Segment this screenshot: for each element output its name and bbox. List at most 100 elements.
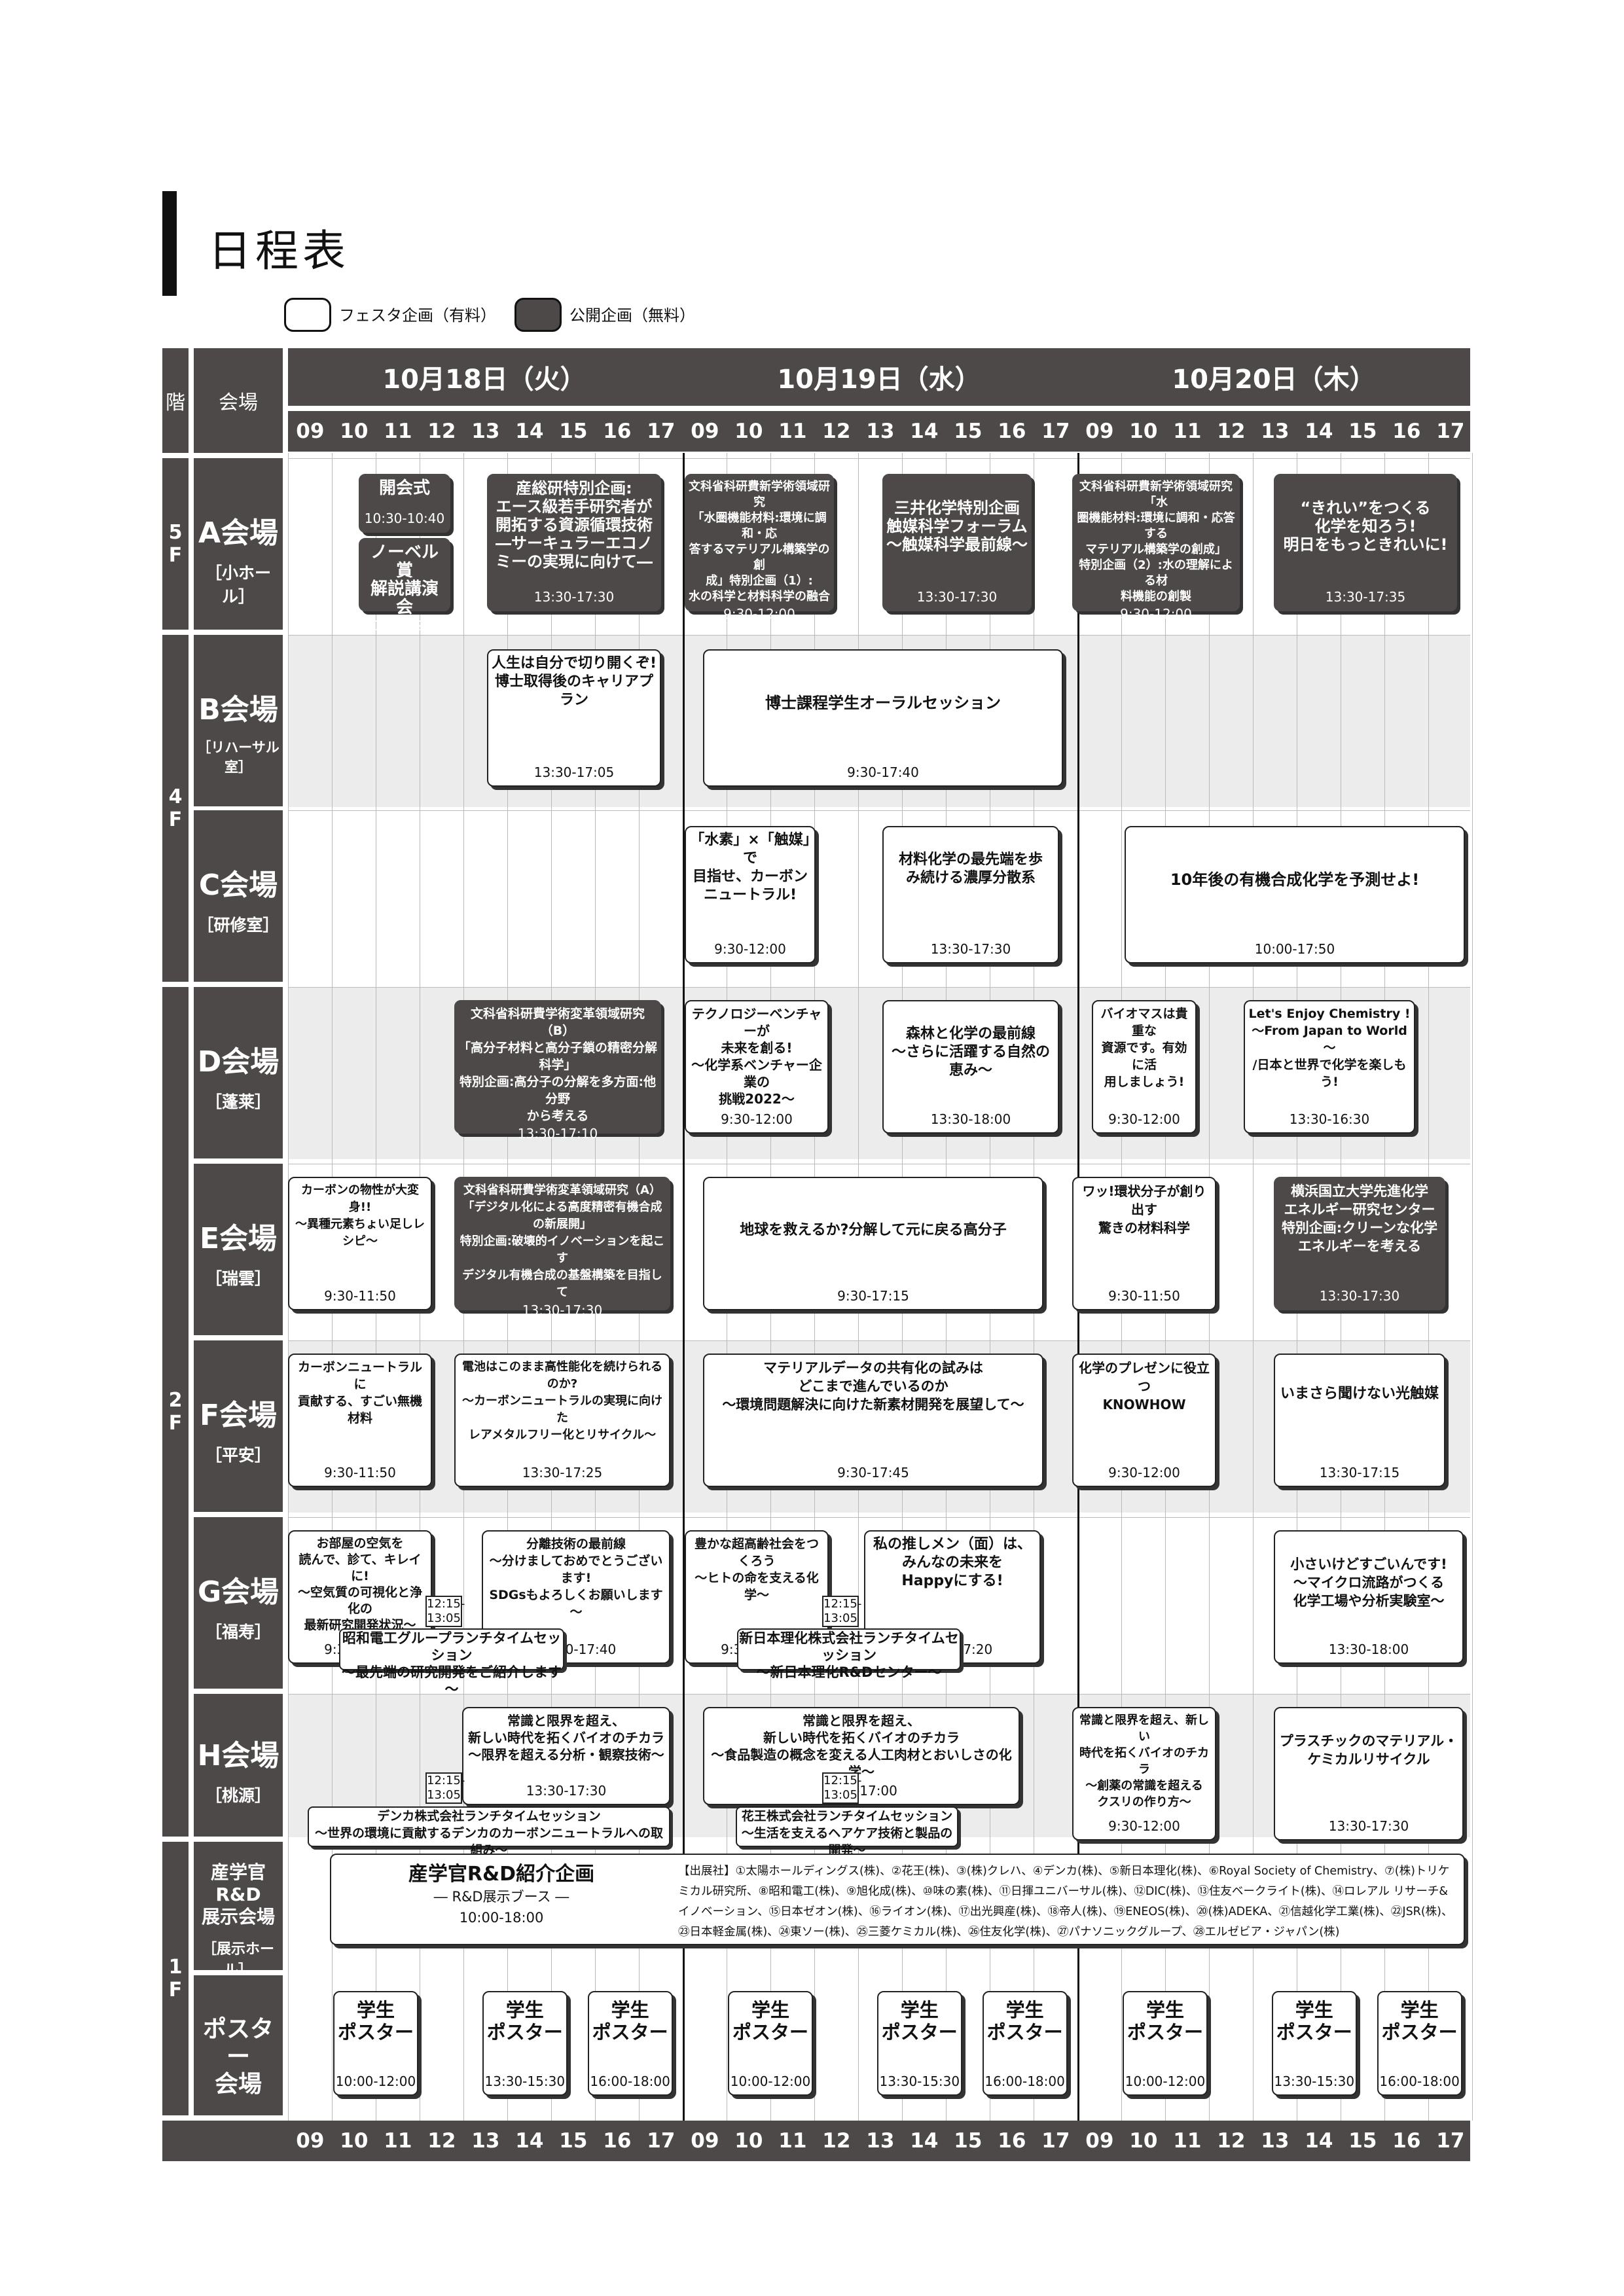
legend-paid-swatch	[284, 298, 331, 332]
hall-header: 会場	[194, 348, 283, 453]
event-mext-hydrosphere-2[interactable]: 文科省科研費新学術領域研究「水 圏機能材料:環境に調和・応答する マテリアル構築…	[1072, 474, 1240, 622]
hour-label: 09	[296, 420, 325, 443]
event-microfluidics[interactable]: 小さいけどすごいんです! ～マイクロ流路がつくる 化学工場や分析実験室～13:3…	[1274, 1530, 1464, 1664]
lunch-time-badge: 12:15- 13:05	[822, 1596, 861, 1627]
hall-e: E会場［瑞雲］	[194, 1164, 283, 1335]
floor-2f: 2 F	[162, 987, 189, 1837]
event-bio-food[interactable]: 常識と限界を超え、 新しい時代を拓くバイオのチカラ ～食品製造の概念を変える人工…	[703, 1707, 1020, 1805]
lunch-denka[interactable]: デンカ株式会社ランチタイムセッション ～世界の環境に貢献するデンカのカーボンニュ…	[308, 1806, 670, 1857]
hour-label: 09	[1085, 2129, 1114, 2153]
event-enjoy-chemistry[interactable]: Let's Enjoy Chemistry ! ～From Japan to W…	[1244, 1000, 1415, 1134]
event-bio-analysis[interactable]: 常識と限界を超え、 新しい時代を拓くバイオのチカラ ～限界を超える分析・観察技術…	[462, 1707, 670, 1805]
hour-label: 12	[427, 2129, 456, 2153]
hour-label: 10	[340, 2129, 369, 2153]
event-tech-venture[interactable]: テクノロジーベンチャーが 未来を創る! ～化学系ベンチャー企業の 挑戦2022～…	[685, 1000, 829, 1134]
hour-label: 09	[691, 2129, 719, 2153]
event-digital-synthesis[interactable]: 文科省科研費学術変革領域研究（A） 「デジタル化による高度精密有機合成の新展開」…	[454, 1177, 670, 1318]
event-mext-hydrosphere-1[interactable]: 文科省科研費新学術領域研究 「水圏機能材料:環境に調和・応 答するマテリアル構築…	[685, 474, 834, 622]
hour-label: 14	[1305, 2129, 1333, 2153]
event-aist-special[interactable]: 産総研特別企画: エース級若手研究者が 開拓する資源循環技術 ―サーキュラーエコ…	[487, 474, 661, 611]
poster-session[interactable]: 学生 ポスター 10:00-12:00	[1123, 1991, 1208, 2096]
poster-time: 10:00-12:00	[1125, 2073, 1206, 2089]
event-polymer-degradation[interactable]: 文科省科研費学術変革領域研究（B） 「高分子材料と高分子鎖の精密分解科学」 特別…	[454, 1000, 661, 1141]
page-title: 日程表	[208, 226, 350, 276]
event-biomass[interactable]: バイオマスは貴重な 資源です。有効に活 用しましょう!9:30-12:00	[1092, 1000, 1197, 1134]
hour-label: 14	[515, 2129, 544, 2153]
hour-label: 17	[647, 420, 676, 443]
expo-time: 10:00-18:00	[459, 1910, 544, 1926]
legend-free-swatch	[514, 298, 562, 332]
row-background	[288, 458, 1470, 630]
hall-expo: 産学官R&D 展示会場［展示ホール］	[194, 1842, 283, 1979]
lunch-kao[interactable]: 花王株式会社ランチタイムセッション ～生活を支えるヘアケア技術と製品の開発～	[736, 1806, 958, 1857]
day-header-20: 10月20日（木）	[1172, 365, 1376, 395]
hour-label: 11	[778, 420, 807, 443]
hour-label: 11	[384, 420, 412, 443]
event-separation[interactable]: 分離技術の最前線 ～分けましておめでとうございます! SDGsもよろしくお願いし…	[482, 1530, 670, 1664]
legend-paid-label: フェスタ企画（有料）	[339, 306, 496, 325]
expo-exhibitors: 【出展社】①太陽ホールディングス(株)、②花王(株)、③(株)クレハ、④デンカ(…	[678, 1865, 1453, 1939]
hall-b: B会場［リハーサル室］	[194, 635, 283, 806]
lunch-showa-denko[interactable]: 昭和電工グループランチタイムセッション ～最先端の研究開発をご紹介します～	[339, 1628, 564, 1697]
hour-label: 15	[954, 2129, 983, 2153]
legend-free-label: 公開企画（無料）	[569, 306, 695, 325]
event-hydrogen-catalyst[interactable]: 「水素」×「触媒」で 目指せ、カーボン ニュートラル!9:30-12:00	[685, 826, 816, 963]
event-forest-chemistry[interactable]: 森林と化学の最前線 ～さらに活躍する自然の恵み～13:30-18:00	[882, 1000, 1059, 1134]
expo-rd-booths[interactable]: 産学官R&D紹介企画 ― R&D展示ブース ― 10:00-18:00 【出展社…	[330, 1854, 1465, 1945]
event-kirei-chemistry[interactable]: “きれい”をつくる 化学を知ろう! 明日をもっときれいに!13:30-17:35	[1274, 474, 1457, 611]
poster-title: 学生 ポスター	[337, 1999, 414, 2043]
hour-label: 17	[647, 2129, 676, 2153]
hour-label: 12	[1217, 420, 1246, 443]
poster-title: 学生 ポスター	[1127, 1999, 1203, 2043]
floor-5f: 5 F	[162, 458, 189, 630]
hour-label: 15	[559, 420, 588, 443]
poster-time: 16:00-18:00	[590, 2073, 670, 2089]
hour-label: 11	[1173, 420, 1202, 443]
hour-label: 10	[1129, 420, 1158, 443]
event-bio-drug[interactable]: 常識と限界を超え、新しい 時代を拓くバイオのチカラ ～創薬の常識を超える クスリ…	[1072, 1707, 1216, 1840]
event-materials-data[interactable]: マテリアルデータの共有化の試みは どこまで進んでいるのか ～環境問題解決に向けた…	[703, 1354, 1043, 1487]
lunch-shin-nihon-rika[interactable]: 新日本理化株式会社ランチタイムセッション ～新日本理化R&Dセンター～	[737, 1628, 961, 1680]
hour-footer	[162, 2121, 1470, 2161]
hour-label: 13	[471, 2129, 500, 2153]
floor-4f: 4 F	[162, 635, 189, 982]
hour-label: 12	[427, 420, 456, 443]
hall-poster: ポスター 会場	[194, 1975, 283, 2115]
hour-label: 15	[559, 2129, 588, 2153]
poster-title: 学生 ポスター	[732, 1999, 808, 2043]
event-carbon-recipe[interactable]: カーボンの物性が大変身!! ～異種元素ちょい足しレシピ～9:30-11:50	[288, 1177, 432, 1310]
grid-line	[1472, 453, 1473, 2121]
event-organic-synthesis-future[interactable]: 10年後の有機合成化学を予測せよ!10:00-17:50	[1125, 826, 1465, 963]
hour-label: 16	[998, 420, 1026, 443]
hour-label: 11	[778, 2129, 807, 2153]
hour-label: 17	[1041, 420, 1070, 443]
hour-label: 16	[998, 2129, 1026, 2153]
hour-label: 14	[910, 420, 939, 443]
hall-a: A会場［小ホール］	[194, 458, 283, 630]
lunch-time-badge: 12:15- 13:05	[425, 1596, 465, 1627]
event-battery-recycle[interactable]: 電池はこのまま高性能化を続けられるのか? ～カーボンニュートラルの実現に向けた …	[454, 1354, 670, 1487]
event-ynu-energy[interactable]: 横浜国立大学先進化学 エネルギー研究センター 特別企画:クリーンな化学 エネルギ…	[1274, 1177, 1445, 1310]
hour-label: 16	[1392, 420, 1421, 443]
hour-label: 10	[340, 420, 369, 443]
event-mitsui-catalysis[interactable]: 三井化学特別企画 触媒科学フォーラム ～触媒科学最前線～13:30-17:30	[882, 474, 1032, 611]
